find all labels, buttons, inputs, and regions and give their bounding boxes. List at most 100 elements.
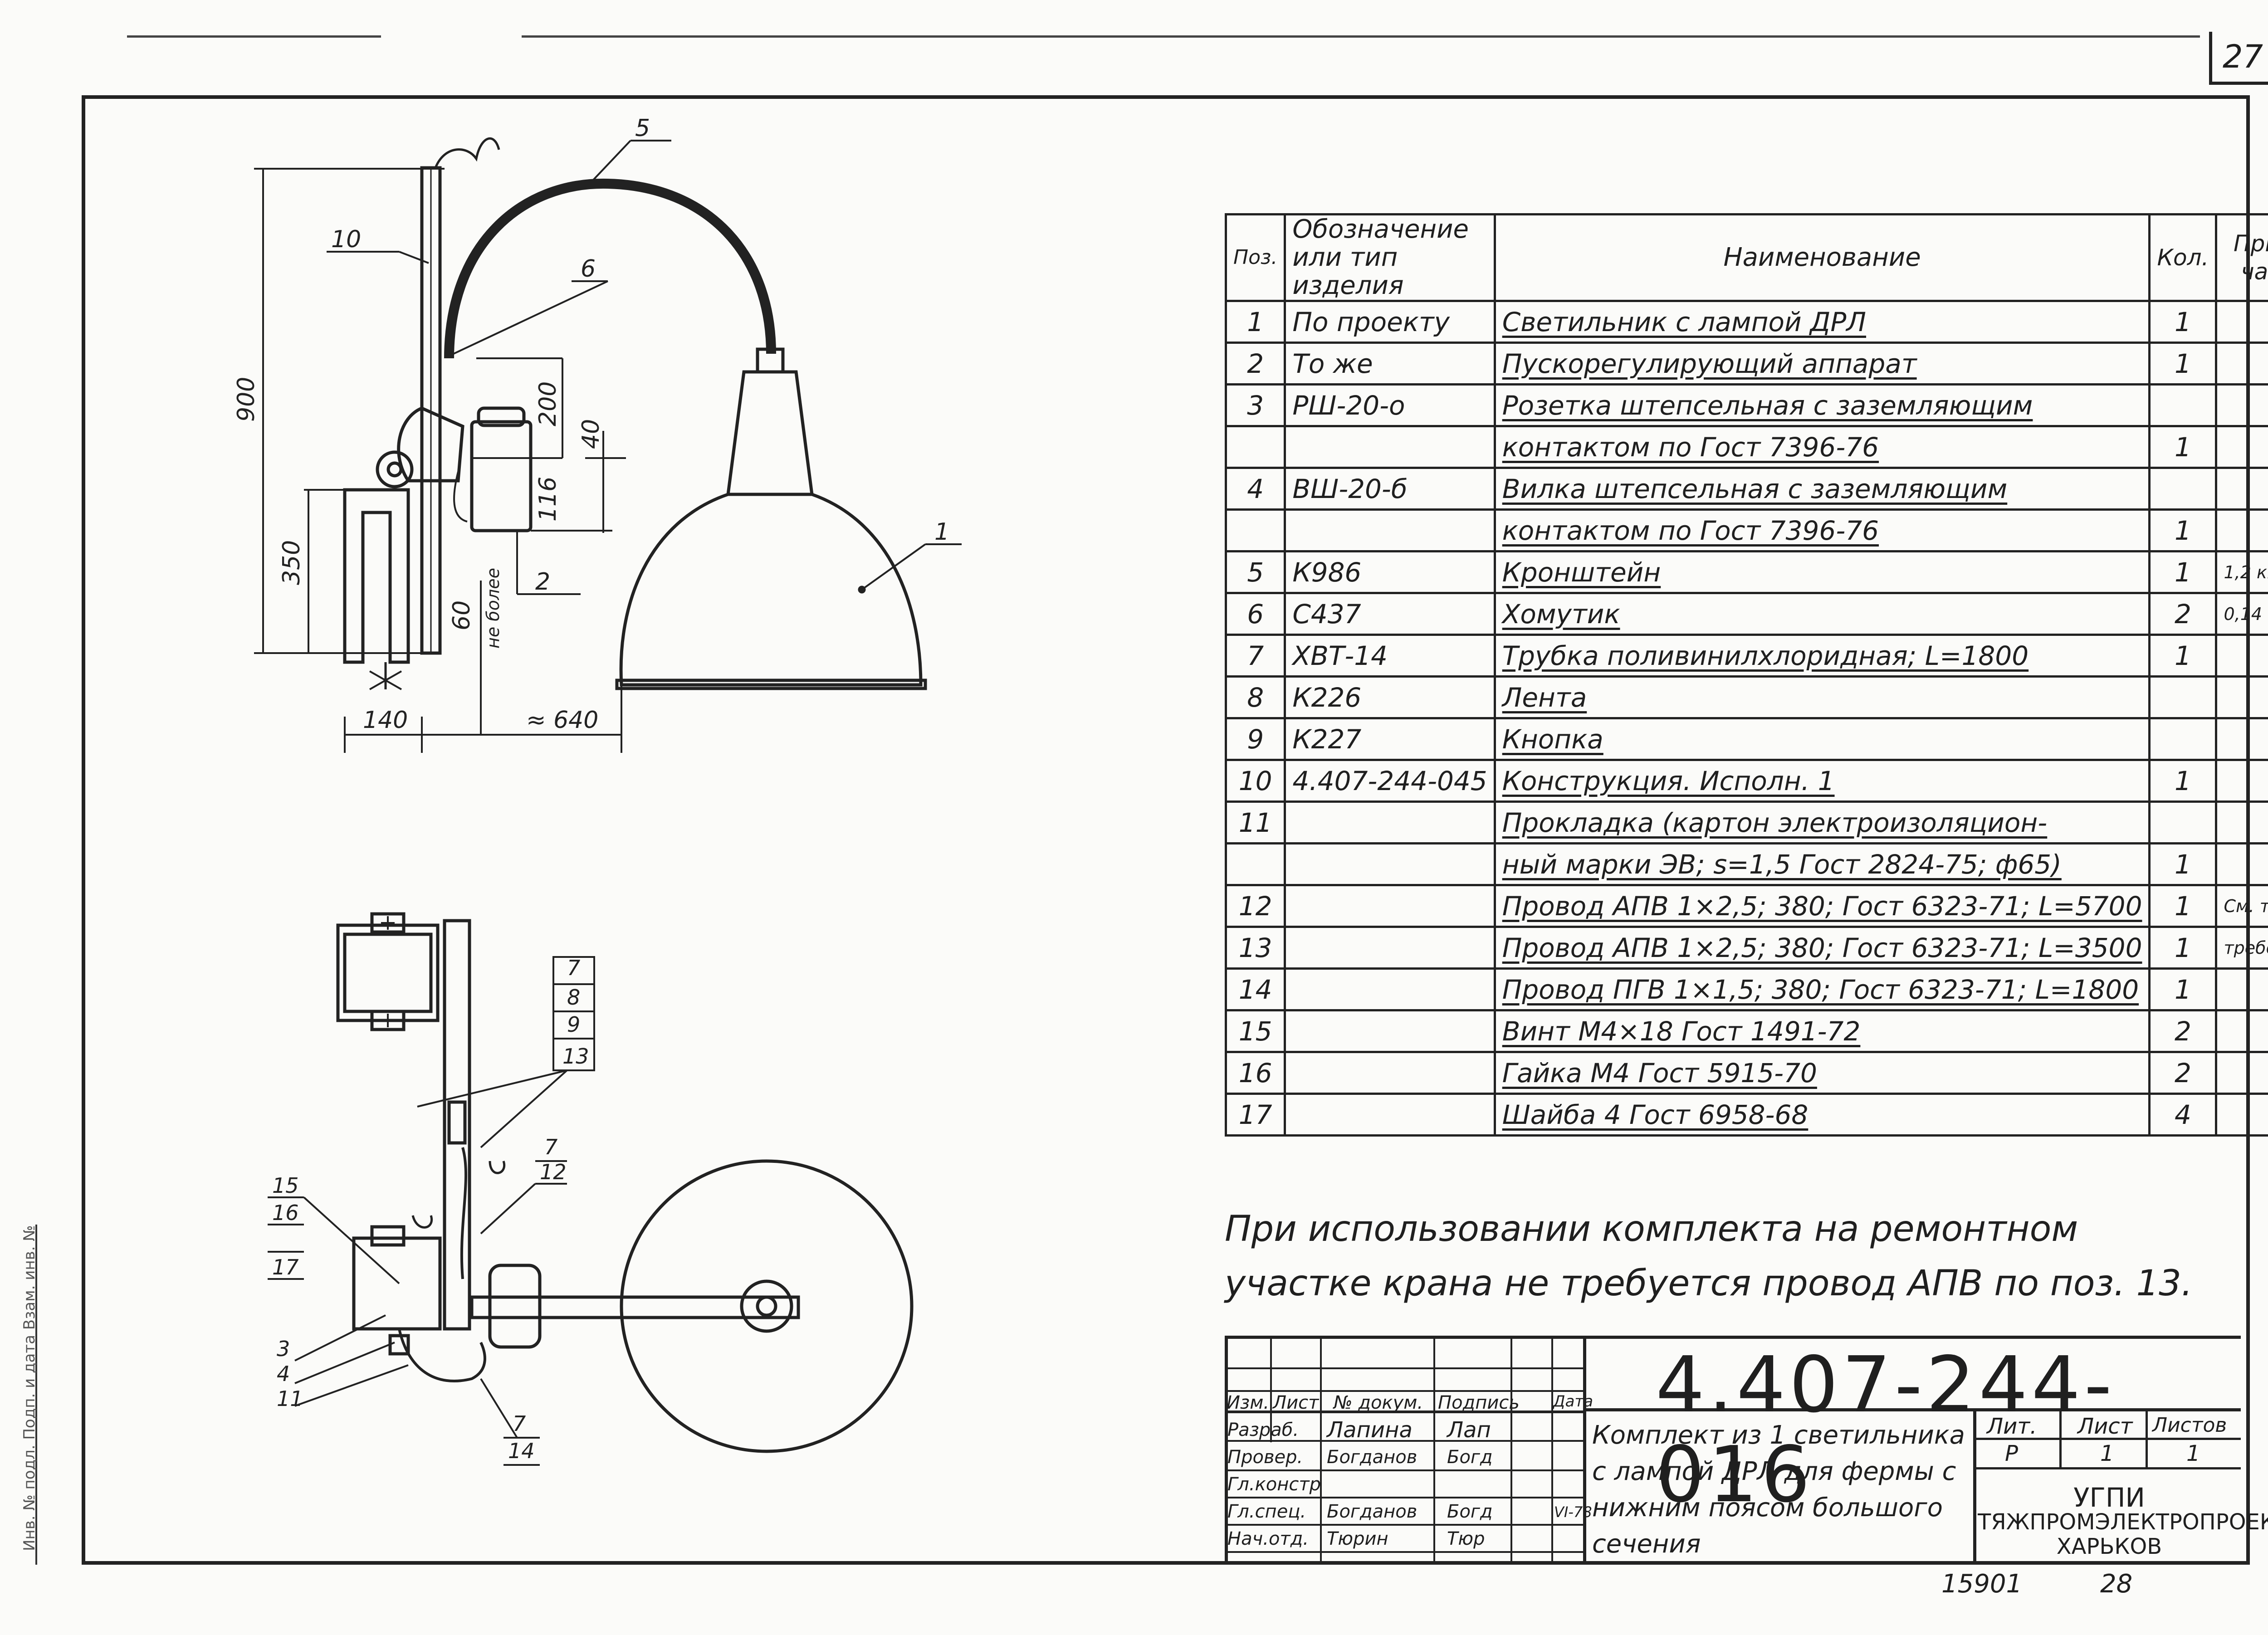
spec-cell-note: требован. bbox=[2215, 926, 2268, 970]
side-strip bbox=[27, 1225, 45, 1565]
spec-cell-qty bbox=[2148, 800, 2218, 844]
head-list: Лист bbox=[1273, 1392, 1319, 1413]
spec-cell-qty: 1 bbox=[2148, 300, 2218, 344]
spec-cell-note bbox=[2215, 634, 2268, 678]
spec-cell-designation: ВШ-20-б bbox=[1284, 467, 1496, 511]
spec-cell-name: Шайба 4 Гост 6958-68 bbox=[1493, 1093, 2151, 1137]
dim-640: ≈ 640 bbox=[526, 707, 598, 734]
role-sign-3: Богд bbox=[1447, 1501, 1493, 1522]
spec-cell-pos: 13 bbox=[1224, 926, 1286, 970]
dim-900: 900 bbox=[233, 377, 260, 422]
spec-cell-pos: 5 bbox=[1224, 550, 1286, 594]
spec-cell-note bbox=[2215, 675, 2268, 719]
role-name-0: Лапина bbox=[1327, 1417, 1413, 1443]
spec-cell-name: Кронштейн bbox=[1493, 550, 2151, 594]
dim-140: 140 bbox=[363, 707, 408, 734]
spec-cell-name: Трубка поливинилхлоридная; L=1800 bbox=[1493, 634, 2151, 678]
spec-cell-note: 1,2 кг bbox=[2215, 550, 2268, 594]
pos2-label: 2 bbox=[535, 568, 550, 595]
spec-cell-note bbox=[2215, 383, 2268, 427]
dim-60-note: не более bbox=[483, 568, 503, 649]
spec-cell-designation: 4.407-244-045 bbox=[1284, 759, 1496, 803]
spec-cell-pos: 7 bbox=[1224, 634, 1286, 678]
spec-cell-pos: 12 bbox=[1224, 884, 1286, 928]
spec-cell-qty: 1 bbox=[2148, 342, 2218, 386]
spec-cell-note bbox=[2215, 342, 2268, 386]
spec-cell-qty bbox=[2148, 383, 2218, 427]
spec-cell-note: См. технич. bbox=[2215, 884, 2268, 928]
tag-15: 15 bbox=[272, 1173, 299, 1198]
top-rule-2 bbox=[522, 35, 2200, 38]
spec-cell-qty: 1 bbox=[2148, 759, 2218, 803]
role-0: Разраб. bbox=[1227, 1420, 1299, 1440]
spec-cell-pos bbox=[1224, 425, 1286, 469]
spec-cell-pos: 9 bbox=[1224, 717, 1286, 761]
dim-200: 200 bbox=[534, 381, 562, 426]
spec-cell-pos: 6 bbox=[1224, 592, 1286, 636]
spec-cell-pos: 4 bbox=[1224, 467, 1286, 511]
spec-cell-pos: 2 bbox=[1224, 342, 1286, 386]
spec-cell-note bbox=[2215, 717, 2268, 761]
spec-cell-name: Провод ПГВ 1×1,5; 380; Гост 6323-71; L=1… bbox=[1493, 967, 2151, 1011]
sheets-value: 1 bbox=[2186, 1441, 2200, 1466]
spec-cell-qty bbox=[2148, 467, 2218, 511]
tag-7b: 7 bbox=[544, 1135, 557, 1159]
pos10-label: 10 bbox=[331, 226, 361, 253]
spec-cell-designation: РШ-20-о bbox=[1284, 383, 1496, 427]
spec-cell-note: 0,14 кг bbox=[2215, 592, 2268, 636]
tag-9: 9 bbox=[567, 1012, 580, 1037]
org-line-1: УГПИ bbox=[2073, 1482, 2145, 1513]
spec-cell-designation bbox=[1284, 884, 1496, 928]
spec-cell-note bbox=[2215, 1051, 2268, 1095]
spec-cell-designation bbox=[1284, 967, 1496, 1011]
spec-cell-designation: По проекту bbox=[1284, 300, 1496, 344]
spec-cell-pos: 10 bbox=[1224, 759, 1286, 803]
head-sign: Подпись bbox=[1438, 1392, 1520, 1413]
pos5-label: 5 bbox=[635, 115, 650, 142]
spec-cell-pos: 15 bbox=[1224, 1009, 1286, 1053]
spec-cell-designation bbox=[1284, 1093, 1496, 1137]
spec-cell-designation bbox=[1284, 425, 1496, 469]
spec-cell-designation bbox=[1284, 508, 1496, 552]
spec-cell-note bbox=[2215, 467, 2268, 511]
role-name-1: Богданов bbox=[1327, 1447, 1418, 1468]
tag-3: 3 bbox=[277, 1337, 290, 1361]
plan-view bbox=[268, 912, 914, 1466]
spec-cell-designation: ХВТ-14 bbox=[1284, 634, 1496, 678]
dim-60: 60 bbox=[448, 600, 475, 630]
spec-cell-note bbox=[2215, 425, 2268, 469]
spec-cell-designation: К227 bbox=[1284, 717, 1496, 761]
spec-cell-name: ный марки ЭВ; s=1,5 Гост 2824-75; ф65) bbox=[1493, 842, 2151, 886]
spec-cell-name: Хомутик bbox=[1493, 592, 2151, 636]
tag-12: 12 bbox=[540, 1160, 567, 1184]
head-ndoc: № докум. bbox=[1334, 1392, 1423, 1413]
role-name-4: Тюрин bbox=[1327, 1528, 1388, 1549]
spec-cell-note bbox=[2215, 800, 2268, 844]
pos6-label: 6 bbox=[581, 255, 596, 283]
spec-cell-qty: 1 bbox=[2148, 634, 2218, 678]
specification-table: Поз. Обозначение или тип изделия Наимено… bbox=[1224, 213, 2268, 1137]
sheet-label: Лист bbox=[2077, 1414, 2133, 1439]
footer-left-number: 15901 bbox=[1941, 1569, 2023, 1599]
dim-116: 116 bbox=[534, 477, 562, 522]
spec-cell-pos: 16 bbox=[1224, 1051, 1286, 1095]
spec-cell-note bbox=[2215, 759, 2268, 803]
spec-cell-name: контактом по Гост 7396-76 bbox=[1493, 425, 2151, 469]
tag-4: 4 bbox=[277, 1362, 290, 1386]
tag-16: 16 bbox=[272, 1201, 299, 1225]
spec-cell-designation: К226 bbox=[1284, 675, 1496, 719]
spec-cell-note bbox=[2215, 842, 2268, 886]
sheets-label: Листов bbox=[2152, 1414, 2227, 1437]
spec-cell-qty bbox=[2148, 675, 2218, 719]
spec-header-row: Поз. Обозначение или тип изделия Наимено… bbox=[1224, 213, 2268, 302]
spec-cell-name: Кнопка bbox=[1493, 717, 2151, 761]
head-izm: Изм. bbox=[1227, 1392, 1270, 1413]
role-sign-1: Богд bbox=[1447, 1447, 1493, 1468]
